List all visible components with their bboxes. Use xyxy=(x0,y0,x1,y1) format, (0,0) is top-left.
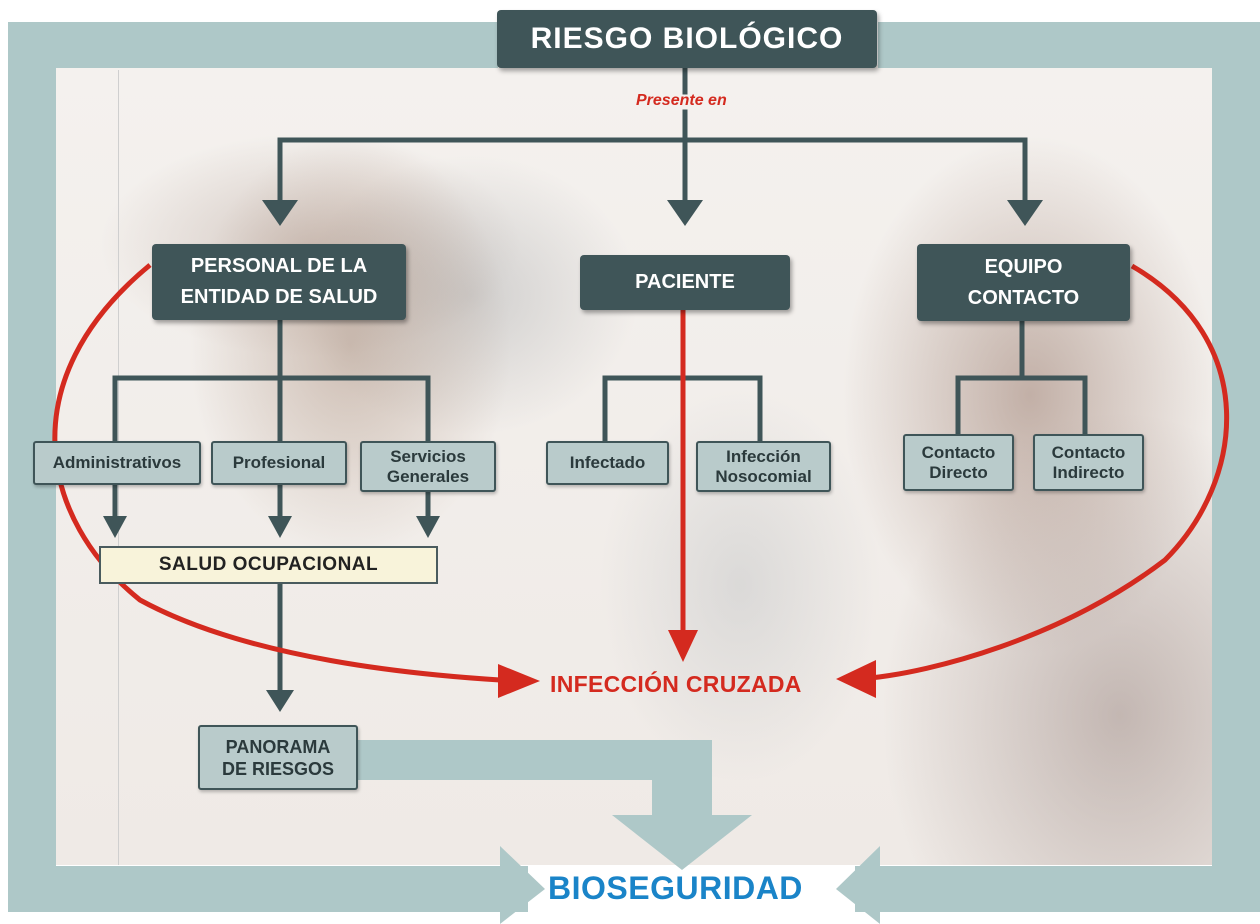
outer-frame xyxy=(8,22,1260,924)
node-personal-entidad-salud: PERSONAL DE LA ENTIDAD DE SALUD xyxy=(152,244,406,320)
node-equipo-contacto: EQUIPO CONTACTO xyxy=(917,244,1130,321)
red-arrowheads xyxy=(498,630,876,698)
node-contacto-indirecto: Contacto Indirecto xyxy=(1033,434,1144,491)
tree-lines xyxy=(112,65,1088,696)
node-infectado: Infectado xyxy=(546,441,669,485)
node-infeccion-nosocomial: Infección Nosocomial xyxy=(696,441,831,492)
title-riesgo-biologico: RIESGO BIOLÓGICO xyxy=(497,10,877,68)
red-arrows xyxy=(52,263,1230,683)
node-profesional: Profesional xyxy=(211,441,347,485)
label-bioseguridad: BIOSEGURIDAD xyxy=(548,870,803,906)
label-infeccion-cruzada: INFECCIÓN CRUZADA xyxy=(550,671,802,697)
node-paciente: PACIENTE xyxy=(580,255,790,310)
node-contacto-directo: Contacto Directo xyxy=(903,434,1014,491)
node-salud-ocupacional: SALUD OCUPACIONAL xyxy=(99,546,438,584)
node-servicios-generales: Servicios Generales xyxy=(360,441,496,492)
tree-arrowheads xyxy=(103,200,1043,712)
panorama-to-bioseguridad-arrow xyxy=(355,740,752,870)
node-panorama-de-riesgos: PANORAMA DE RIESGOS xyxy=(198,725,358,790)
node-administrativos: Administrativos xyxy=(33,441,201,485)
presente-en-label: Presente en xyxy=(636,92,727,109)
